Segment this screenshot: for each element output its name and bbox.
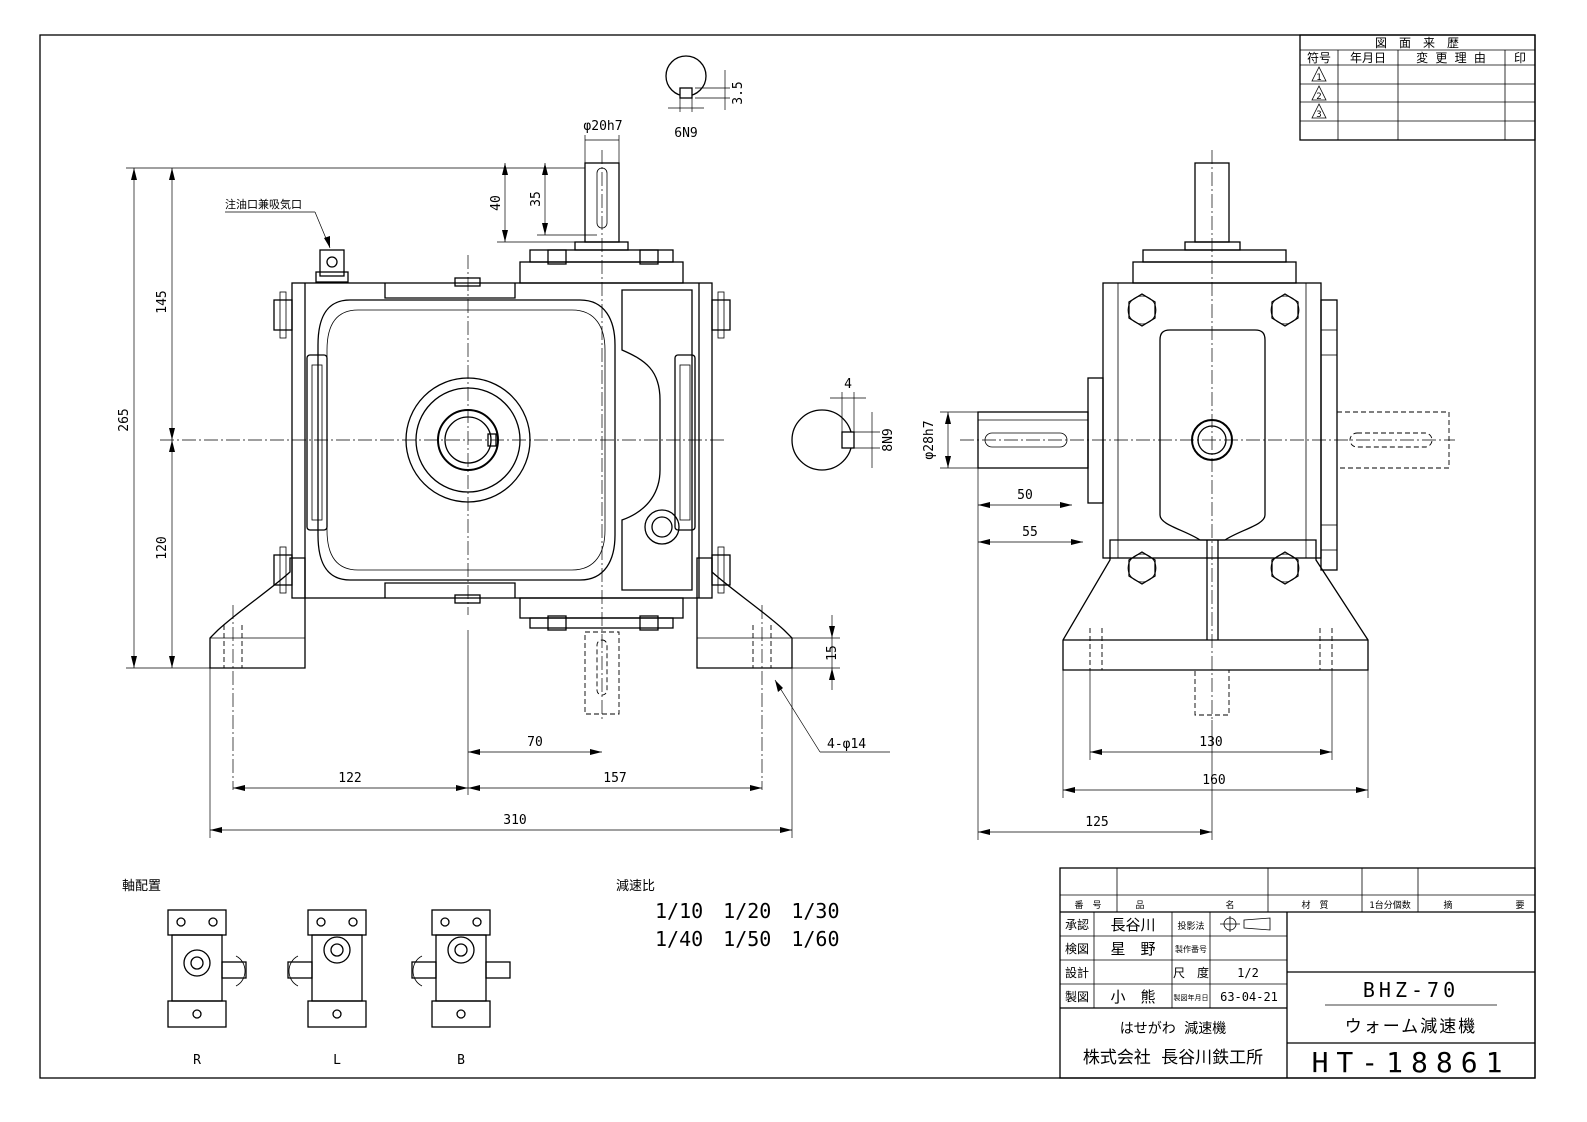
ratios-row-1: 1/10 1/20 1/30: [655, 899, 840, 923]
dim-55: 55: [1022, 525, 1038, 540]
dim-310: 310: [503, 813, 526, 828]
tb-check-name: 星 野: [1110, 940, 1155, 958]
tb-approve-label: 承認: [1065, 917, 1089, 932]
svg-text:番 号: 番 号: [1074, 899, 1101, 911]
output-shaft: [977, 411, 1089, 469]
rev-symbol-2: 2: [1311, 85, 1327, 102]
input-shaft: [584, 162, 620, 243]
shaft-arrangement-title: 軸配置: [122, 879, 161, 894]
key-section-front: [665, 55, 730, 112]
svg-text:要: 要: [1515, 900, 1524, 911]
dim-35: 35: [529, 191, 544, 207]
svg-text:品: 品: [1135, 900, 1144, 911]
tb-drawing-number: HT-18861: [1312, 1046, 1511, 1079]
key-section-side: 4 8N9: [791, 377, 896, 471]
arrangement-L: L: [287, 909, 367, 1068]
dim-key-4: 4: [844, 377, 852, 392]
dim-122: 122: [338, 771, 361, 786]
rev-col-symbol: 符号: [1307, 50, 1331, 65]
ratios-row-2: 1/40 1/50 1/60: [655, 927, 840, 951]
dim-shaft-dia-28: φ28h7: [922, 420, 937, 459]
tb-design-label: 設計: [1065, 965, 1089, 980]
svg-text:L: L: [333, 1053, 341, 1068]
svg-text:B: B: [457, 1053, 465, 1068]
oil-port-label: 注油口兼吸気口: [225, 197, 302, 211]
tb-scale-label: 尺 度: [1173, 965, 1209, 980]
sheet-border: [39, 34, 1536, 1079]
arrangement-R: R: [167, 909, 247, 1068]
dim-125: 125: [1085, 815, 1108, 830]
rev-col-date: 年月日: [1350, 51, 1386, 65]
svg-text:名: 名: [1225, 899, 1234, 911]
rev-symbol-3: 3: [1311, 103, 1327, 120]
side-view: φ28h7 50 55 130 160 125: [922, 150, 1455, 840]
svg-text:摘: 摘: [1443, 899, 1452, 911]
dim-145: 145: [155, 290, 170, 313]
rev-symbol-1: 1: [1311, 66, 1327, 83]
dim-50: 50: [1017, 488, 1033, 503]
tb-draw-name: 小 熊: [1110, 988, 1155, 1006]
dim-40: 40: [489, 195, 504, 211]
svg-text:3: 3: [1316, 110, 1321, 120]
dim-key-6n9: 6N9: [674, 126, 697, 141]
svg-text:2: 2: [1316, 92, 1321, 102]
svg-text:1台分個数: 1台分個数: [1369, 899, 1410, 911]
shaft-arrangement: 軸配置 R L: [122, 879, 511, 1068]
svg-text:1: 1: [1316, 73, 1321, 83]
front-view: 265 145 120 40 35 φ20h7: [117, 55, 890, 838]
tb-proj-label: 投影法: [1177, 920, 1204, 932]
tb-approve-name: 長谷川: [1110, 916, 1155, 934]
ratios-title: 減速比: [616, 878, 655, 894]
dim-157: 157: [603, 771, 626, 786]
dim-key-3-5: 3.5: [731, 81, 746, 104]
tb-model: BHZ-70: [1363, 978, 1459, 1002]
title-block: 番 号 品 名 材 質 1台分個数 摘 要 承認 長谷川 検図 星 野 設計 製…: [1059, 867, 1536, 1079]
dim-70: 70: [527, 735, 543, 750]
tb-date-value: 63-04-21: [1220, 990, 1278, 1004]
oil-port: [315, 249, 349, 283]
dim-shaft-dia-20: φ20h7: [583, 119, 622, 134]
revision-title: 図 面 来 歴: [1375, 36, 1459, 50]
tb-scale-value: 1/2: [1237, 966, 1259, 980]
drain-plug: [644, 509, 680, 545]
output-hub-outer: [405, 377, 531, 503]
dim-holes: 4-φ14: [827, 737, 866, 752]
rev-col-stamp: 印: [1514, 51, 1526, 65]
dim-key-8n9: 8N9: [881, 428, 896, 451]
rev-col-reason: 変 更 理 由: [1416, 50, 1486, 65]
svg-text:材 質: 材 質: [1301, 899, 1328, 911]
tb-brand: はせがわ 減速機: [1120, 1020, 1226, 1037]
dim-130: 130: [1199, 735, 1222, 750]
reduction-ratios: 減速比 1/10 1/20 1/30 1/40 1/50 1/60: [616, 878, 840, 951]
dim-265: 265: [117, 408, 132, 431]
projection-symbol-icon: [1220, 916, 1271, 932]
tb-draw-label: 製図: [1065, 990, 1089, 1004]
tb-product: ウォーム減速機: [1345, 1017, 1478, 1037]
revision-table: 図 面 来 歴 符号 年月日 変 更 理 由 印 1 2 3: [1299, 34, 1536, 141]
tb-drawno-label: 製作番号: [1175, 944, 1207, 954]
dim-15: 15: [825, 645, 840, 661]
svg-text:R: R: [193, 1053, 201, 1068]
dim-160: 160: [1202, 773, 1225, 788]
side-view-bolts: [1127, 293, 1300, 585]
tb-company: 株式会社 長谷川鉄工所: [1083, 1048, 1263, 1068]
tb-check-label: 検図: [1065, 942, 1089, 956]
tb-date-label: 製図年月日: [1174, 993, 1209, 1002]
arrangement-B: B: [411, 909, 511, 1068]
side-bolts: [273, 291, 731, 594]
dim-120: 120: [155, 536, 170, 559]
